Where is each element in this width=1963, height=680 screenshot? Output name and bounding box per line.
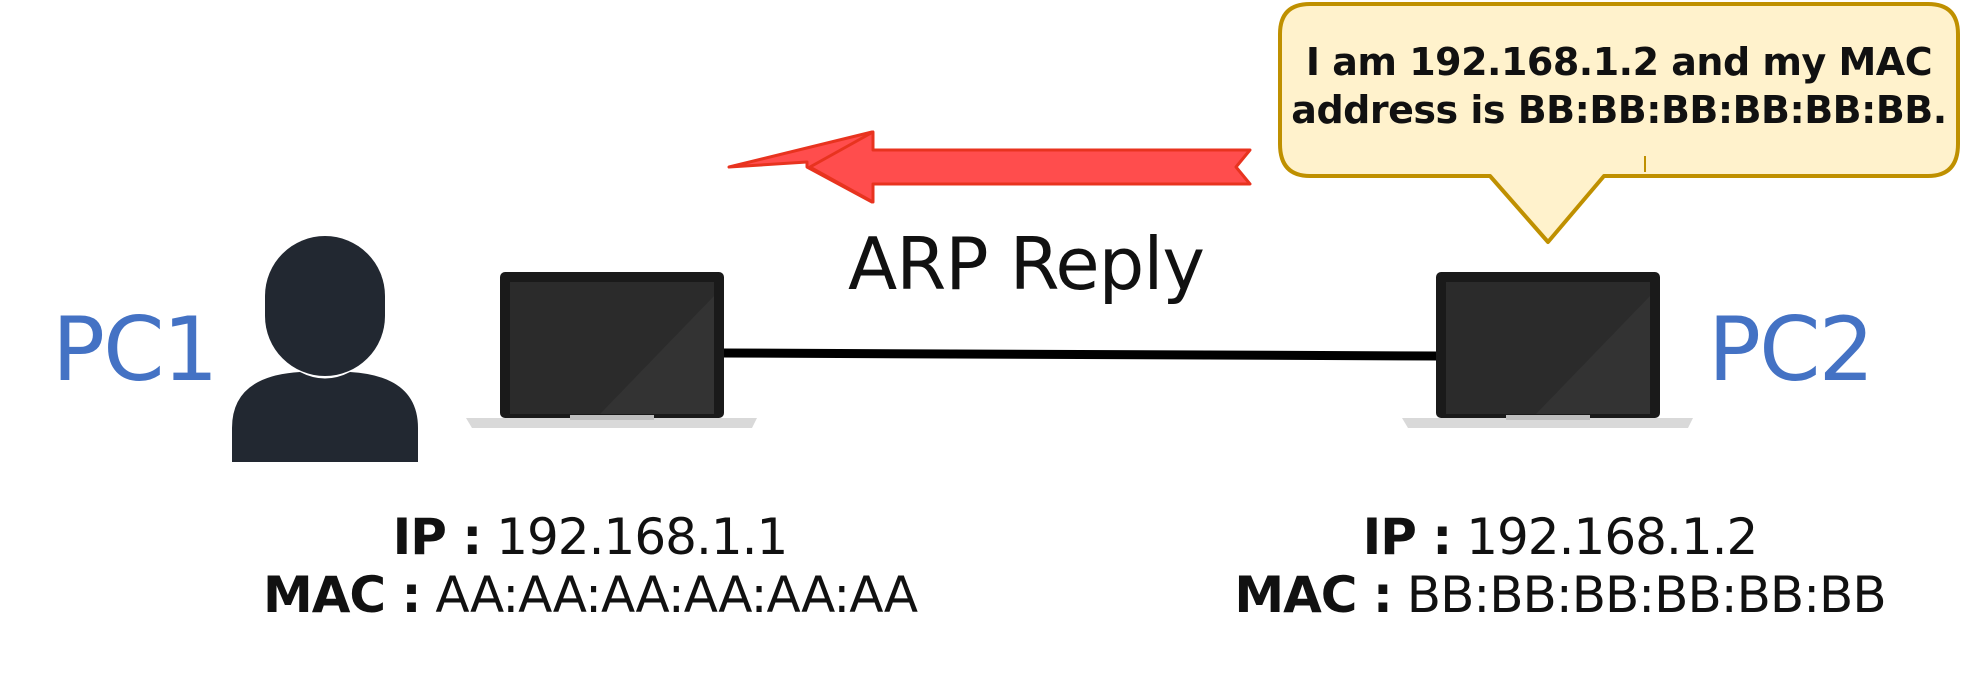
bubble-line-1: I am 192.168.1.2 and my MAC bbox=[1305, 40, 1933, 84]
network-cable bbox=[715, 348, 1445, 361]
pc2-ip-value: 192.168.1.2 bbox=[1466, 508, 1758, 566]
arp-reply-label: ARP Reply bbox=[848, 222, 1205, 306]
bubble-line-2: address is BB:BB:BB:BB:BB:BB. bbox=[1291, 88, 1947, 132]
pc1-ip-key: IP : bbox=[392, 508, 483, 566]
pc1-mac-key: MAC : bbox=[262, 566, 422, 624]
pc1-ip-line: IP : 192.168.1.1 bbox=[220, 512, 960, 570]
user-icon bbox=[232, 236, 418, 462]
pc1-mac-value: AA:AA:AA:AA:AA:AA bbox=[435, 566, 918, 624]
pc1-mac-line: MAC : AA:AA:AA:AA:AA:AA bbox=[220, 570, 960, 628]
bubble-message: I am 192.168.1.2 and my MAC address is B… bbox=[1282, 38, 1956, 134]
pc1-label: PC1 bbox=[52, 298, 218, 401]
speech-bubble bbox=[1278, 2, 1960, 244]
laptop-icon bbox=[1402, 272, 1693, 428]
pc2-label: PC2 bbox=[1708, 298, 1874, 401]
pc2-info: IP : 192.168.1.2 MAC : BB:BB:BB:BB:BB:BB bbox=[1190, 512, 1930, 628]
pc2-mac-line: MAC : BB:BB:BB:BB:BB:BB bbox=[1190, 570, 1930, 628]
arrow-left-icon bbox=[727, 130, 1252, 204]
pc2-ip-key: IP : bbox=[1362, 508, 1453, 566]
pc2-mac-value: BB:BB:BB:BB:BB:BB bbox=[1406, 566, 1887, 624]
pc1-info: IP : 192.168.1.1 MAC : AA:AA:AA:AA:AA:AA bbox=[220, 512, 960, 628]
pc2-mac-key: MAC : bbox=[1234, 566, 1393, 624]
laptop-icon bbox=[466, 272, 757, 428]
pc1-ip-value: 192.168.1.1 bbox=[496, 508, 788, 566]
pc2-ip-line: IP : 192.168.1.2 bbox=[1190, 512, 1930, 570]
